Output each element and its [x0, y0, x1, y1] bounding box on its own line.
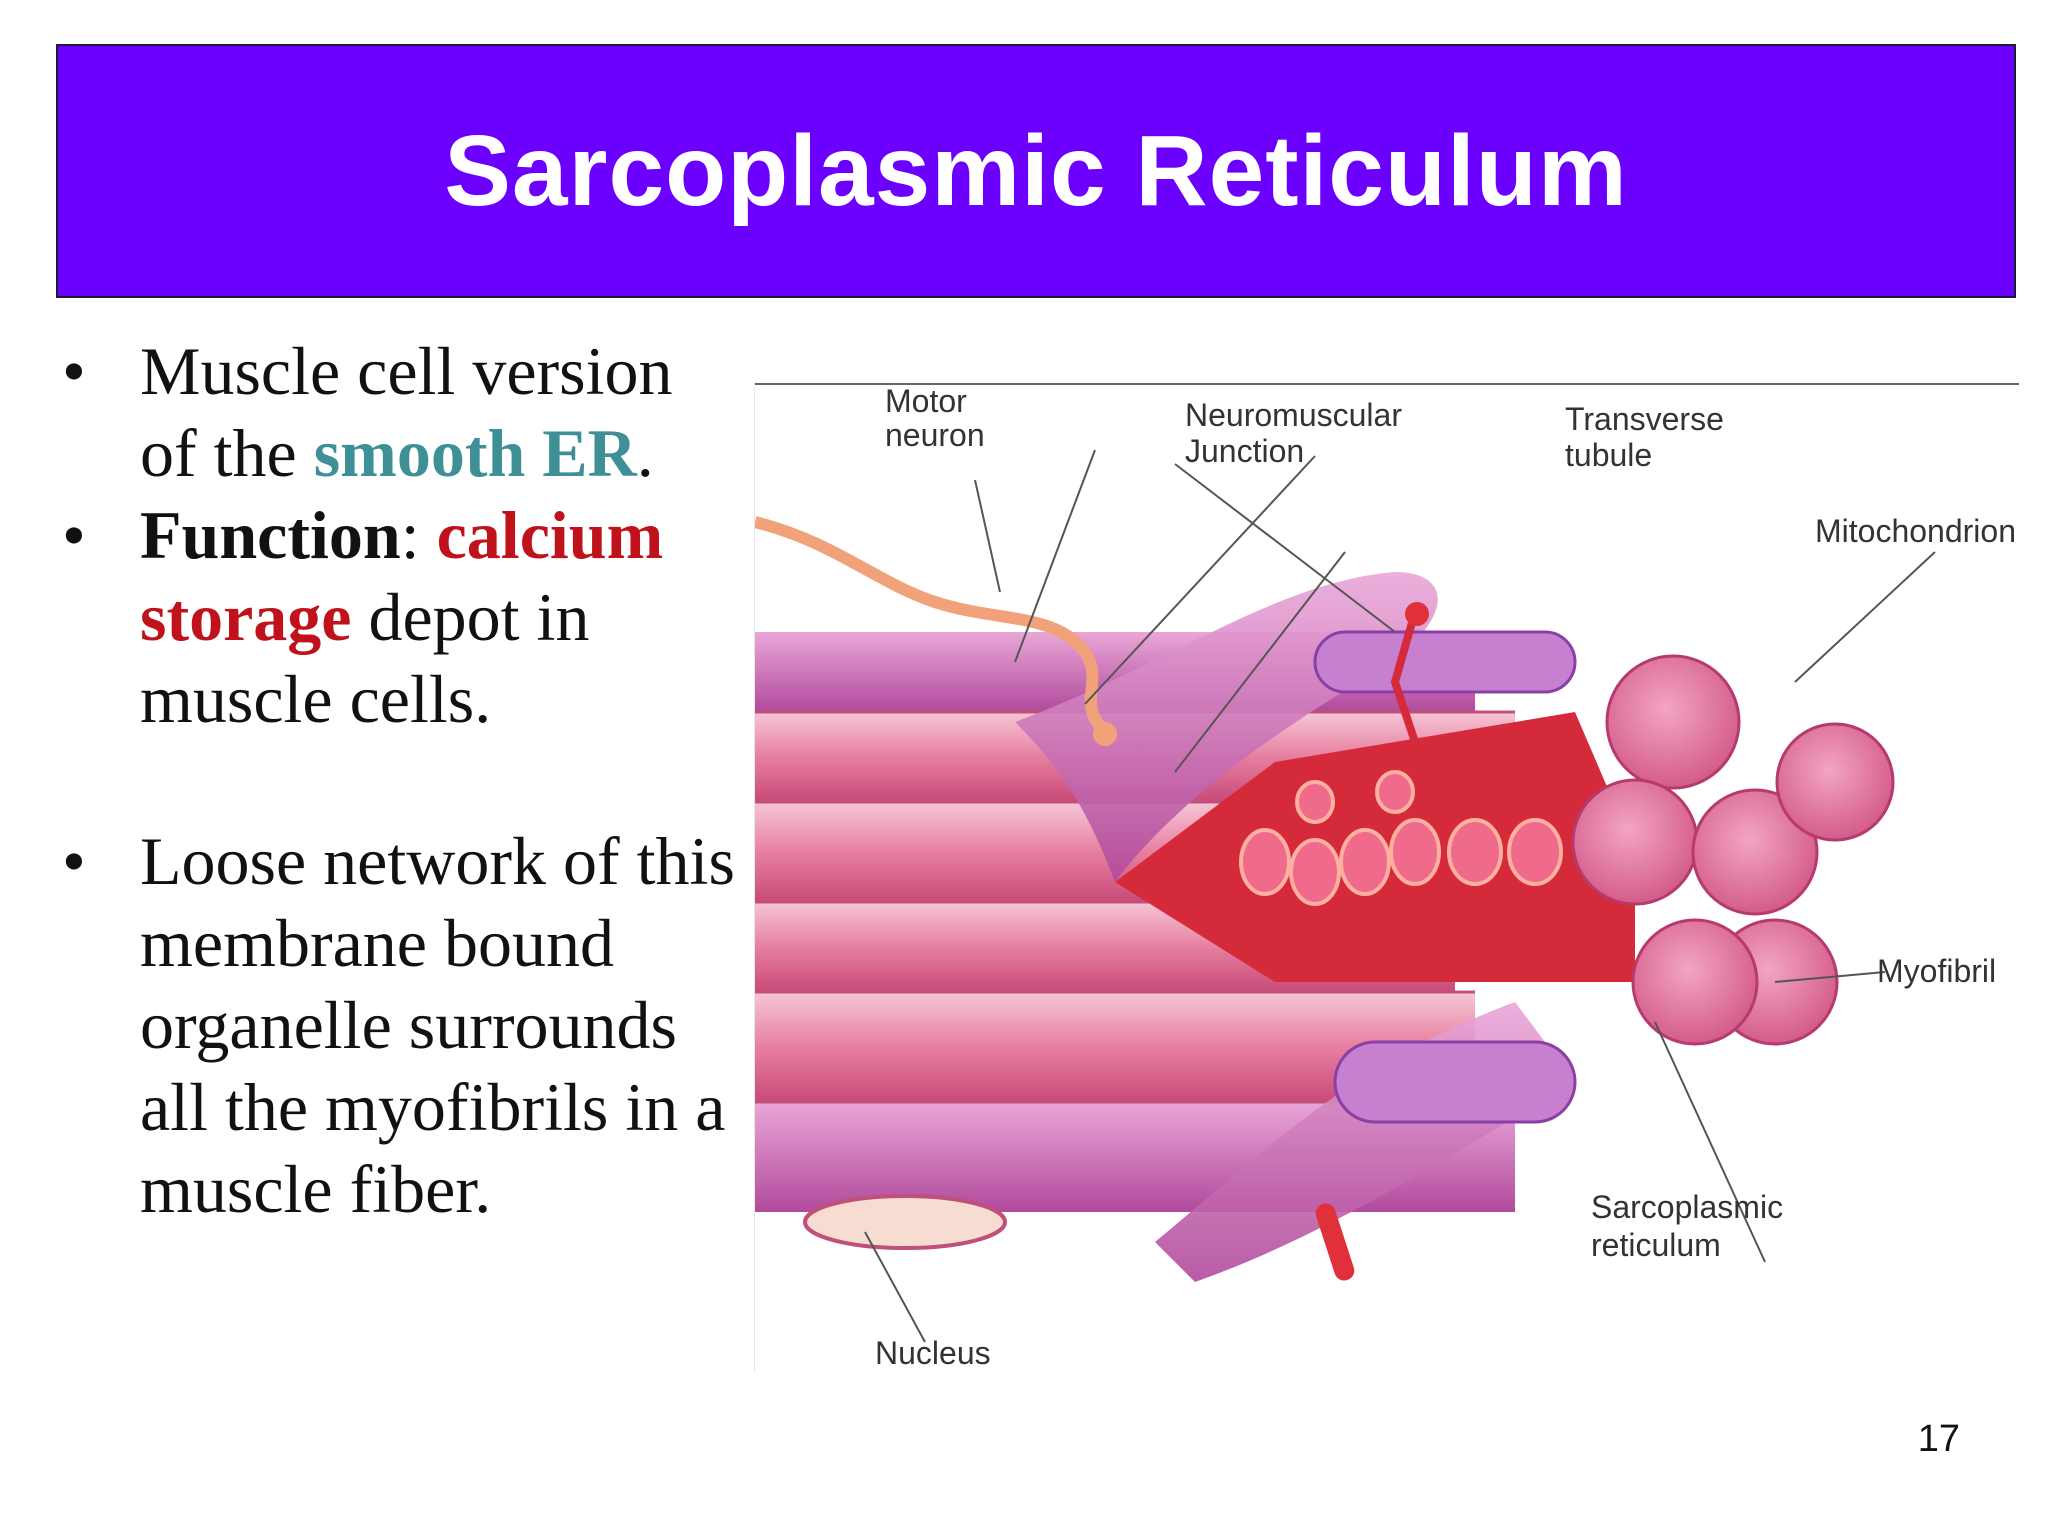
label-neuromuscular-junction: Junction [1185, 433, 1304, 469]
bullet-dot: • [62, 333, 86, 409]
label-motor-neuron: neuron [885, 417, 985, 453]
label-neuromuscular-junction: Neuromuscular [1185, 397, 1402, 433]
bullet-network: • Loose network of this membrane bound or… [56, 820, 746, 1230]
bullet-dot: • [62, 497, 86, 573]
mitochondria [1313, 630, 1577, 1124]
label-mitochondrion: Mitochondrion [1815, 513, 2016, 549]
function-label: Function [140, 497, 401, 573]
label-sarcoplasmic-reticulum: Sarcoplasmic [1591, 1189, 1783, 1225]
slide-title: Sarcoplasmic Reticulum [444, 114, 1628, 227]
bullet-text: : [400, 497, 437, 573]
label-transverse-tubule: tubule [1565, 437, 1652, 473]
page-number: 17 [1917, 1418, 1960, 1460]
bullet-function: • Function: calcium storage depot in musc… [56, 494, 746, 740]
bullet-text: . [636, 415, 654, 491]
calcium-storage-highlight: calcium storage [140, 497, 664, 655]
bullet-text: Loose network of this membrane bound org… [140, 823, 735, 1227]
label-motor-neuron: Motor [885, 383, 967, 419]
bullet-list: • Muscle cell version of the smooth ER. •… [56, 330, 746, 1230]
bullet-dot: • [62, 823, 86, 899]
label-nucleus: Nucleus [875, 1335, 991, 1371]
myofibril-bundle [1571, 654, 1895, 1046]
title-bar: Sarcoplasmic Reticulum [56, 44, 2016, 298]
sr-network [1115, 712, 1635, 982]
bullet-text: depot in muscle cells. [140, 579, 590, 737]
label-sarcoplasmic-reticulum: reticulum [1591, 1227, 1721, 1263]
muscle-fiber-diagram: Motor neuron Neuromuscular Junction Tran… [754, 382, 2019, 1372]
bullet-text: Muscle cell version of the [140, 333, 673, 491]
label-myofibril: Myofibril [1877, 953, 1996, 989]
label-transverse-tubule: Transverse [1565, 401, 1724, 437]
smooth-er-highlight: smooth ER [313, 415, 637, 491]
bullet-smooth-er: • Muscle cell version of the smooth ER. [56, 330, 746, 494]
